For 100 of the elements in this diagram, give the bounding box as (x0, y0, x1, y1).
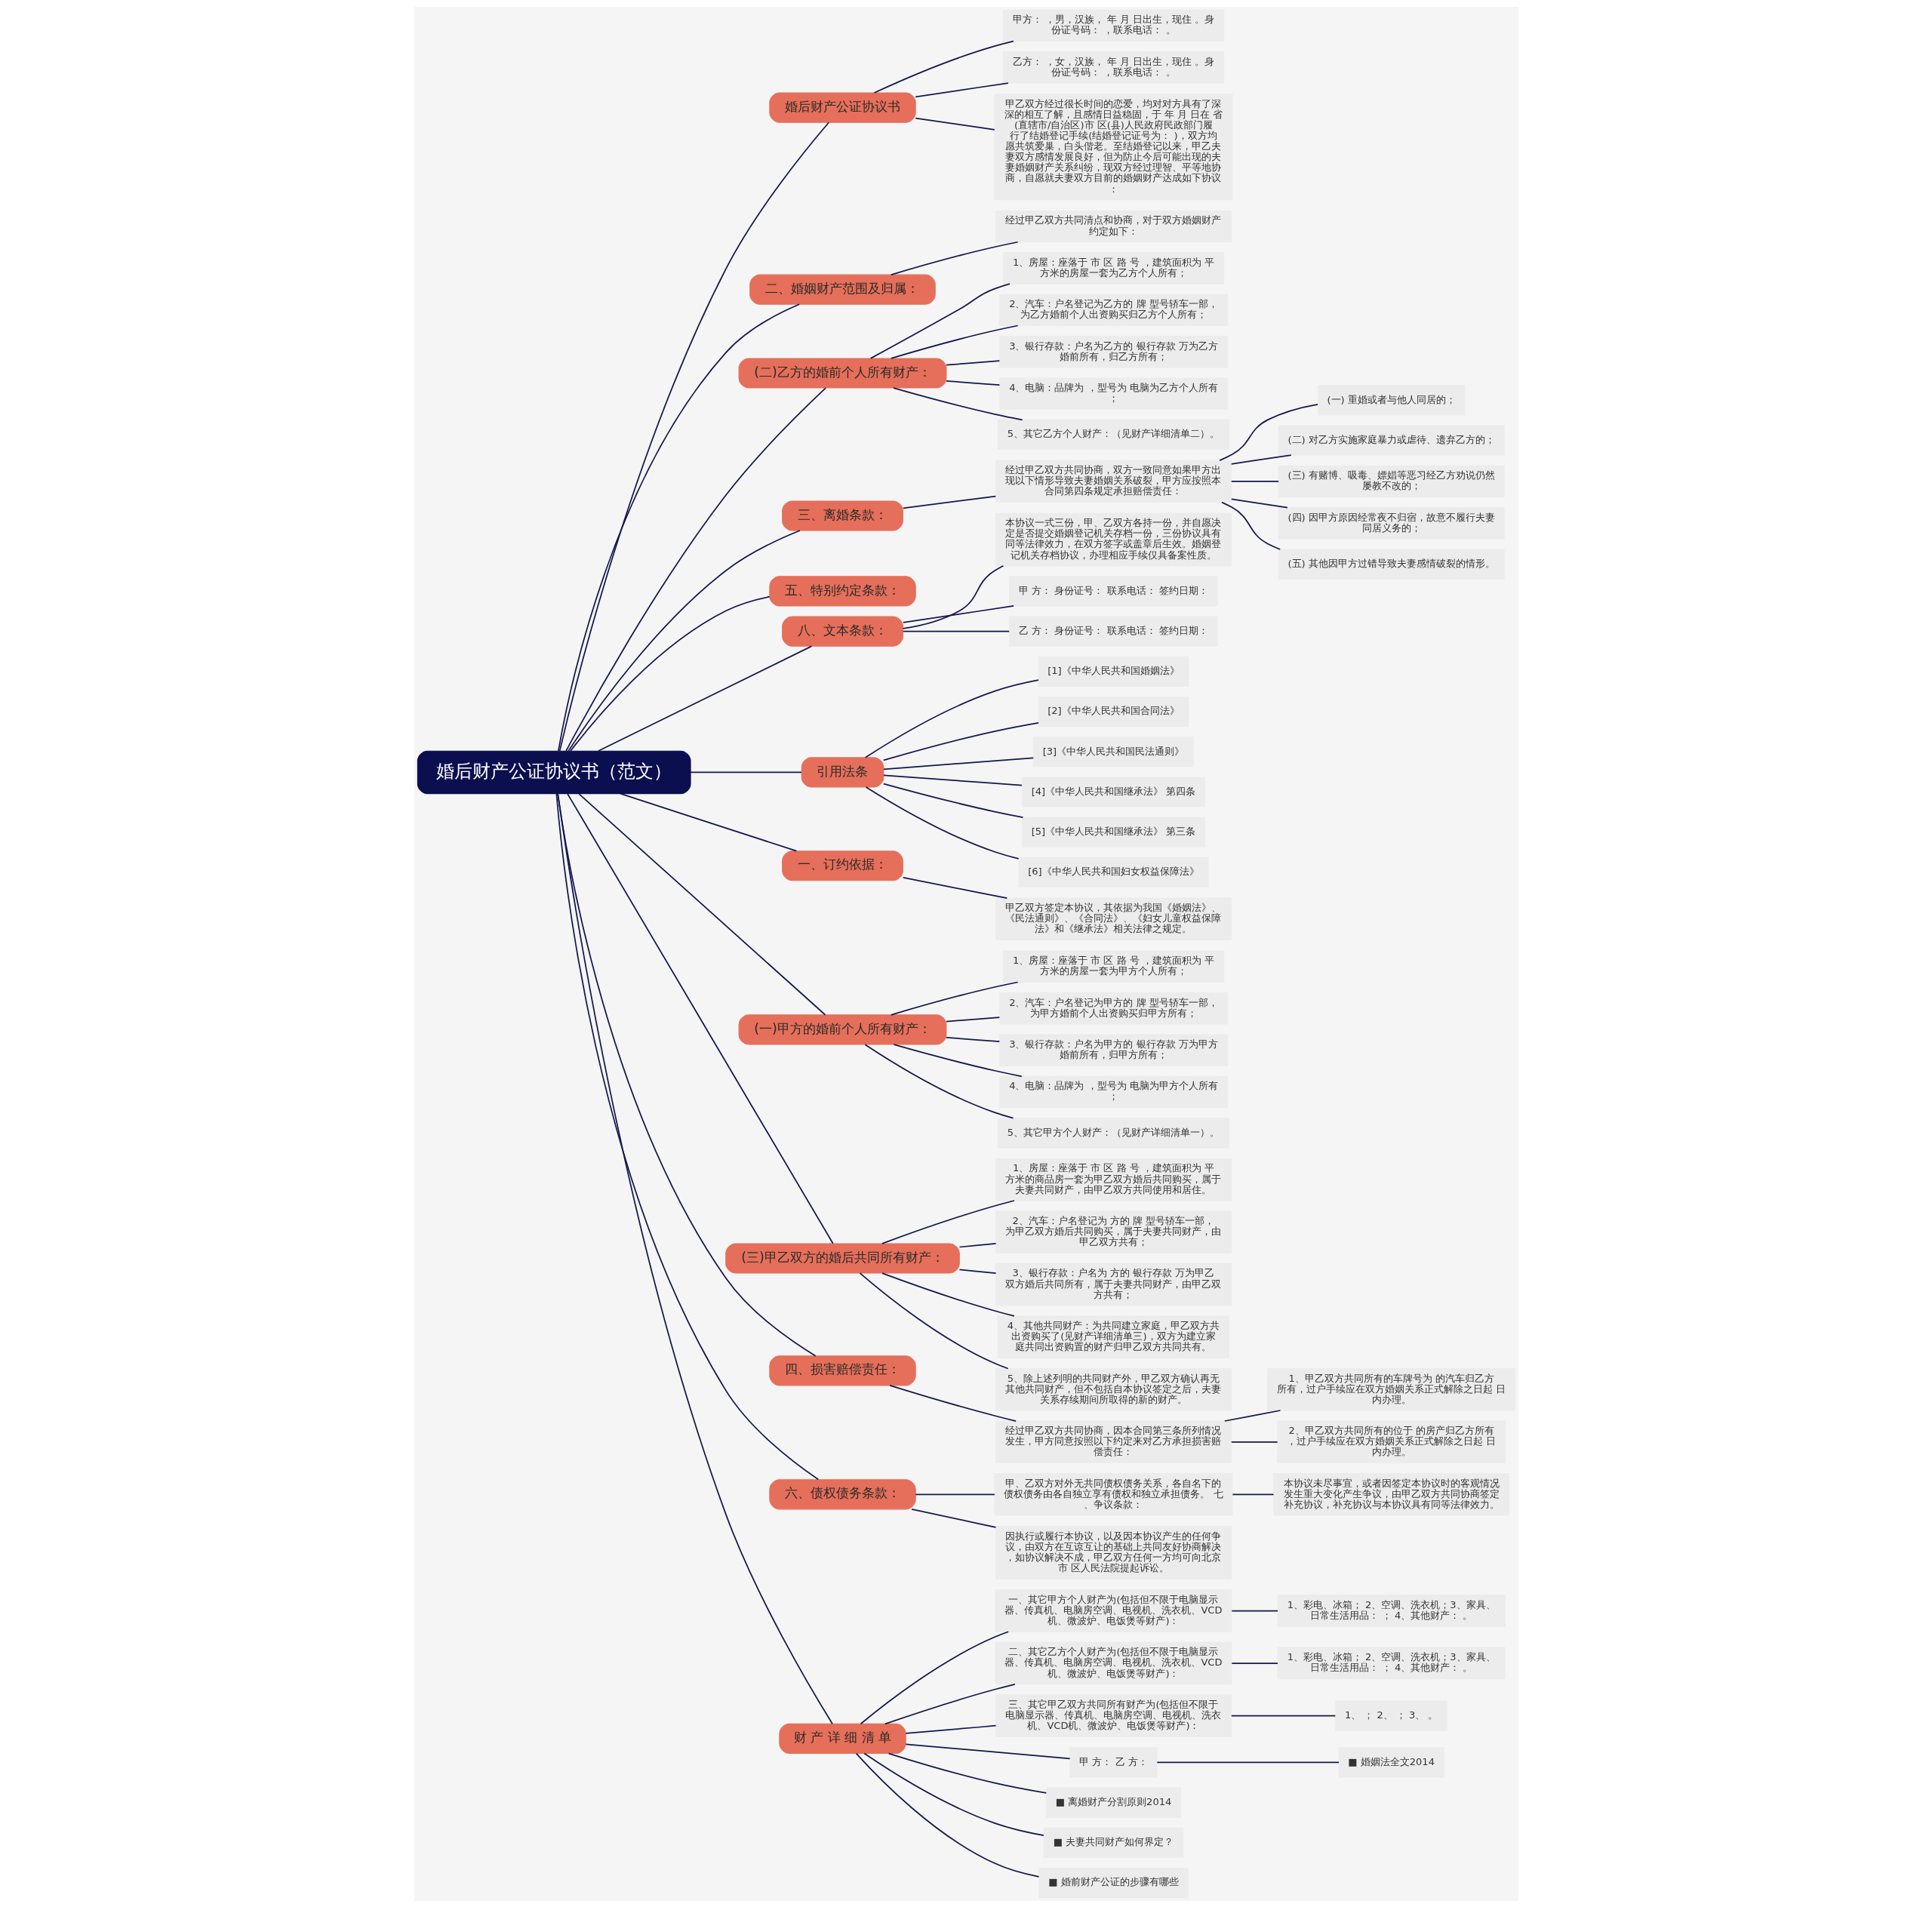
node-box: (四) 因甲方原因经常夜不归宿，故意不履行夫妻同居义务的； (1278, 506, 1505, 539)
connector (1155, 1761, 1340, 1763)
connector (882, 756, 1034, 770)
connector (1230, 1441, 1278, 1443)
connector (904, 1724, 996, 1734)
connector (855, 1752, 1039, 1878)
connector (914, 117, 995, 131)
node-box: 因执行或履行本协议，以及因本协议产生的任何争议，由双方在互谅互让的基础上共同友好协商解决，如协议解决不成，甲乙双方任何一方均可向北京市 区人民法院提起诉讼。 (995, 1525, 1232, 1579)
node-box: 3、银行存款：户名为 方的 银行存款 万为甲乙双方婚后共同所有，属于夫妻共同财产，由甲乙双方共有； (995, 1263, 1232, 1306)
connector (914, 82, 1009, 97)
node-box: [4]《中华人民共和国继承法》 第四条 (1021, 776, 1205, 807)
connector (888, 1384, 1017, 1422)
node-box: 2、甲乙双方共同所有的位于 的房产归乙方所有，过户手续应在双方婚姻关系正式解除之日起 日内办理。 (1276, 1420, 1506, 1463)
node-box: 3、银行存款：户名为甲方的 银行存款 万为甲方婚前所有，归甲方所有； (998, 1033, 1228, 1066)
connector (597, 645, 812, 752)
connector (914, 1493, 995, 1495)
connector (882, 774, 1023, 786)
node-box: 1、房屋：座落于 市 区 路 号 ，建筑面积为 平方米的房屋一套为乙方个人所有； (1002, 251, 1224, 285)
node-box: 引用法条 (801, 756, 884, 788)
node-box: 4、电脑：品牌为 ，型号为 电脑为甲方个人所有； (998, 1075, 1228, 1108)
node-box: 3、银行存款：户名为乙方的 银行存款 万为乙方婚前所有，归乙方所有； (998, 335, 1228, 368)
connector (1230, 480, 1279, 482)
node-box: 婚后财产公证协议书 (768, 92, 916, 123)
connector (1230, 1715, 1336, 1716)
connector (882, 783, 1023, 818)
node-box: 财 产 详 细 清 单 (778, 1723, 906, 1754)
node-box: 五、特别约定条款： (768, 575, 916, 606)
connector (881, 1272, 1015, 1317)
node-box: 本协议一式三份，甲、乙双方各持一份，并自愿决定是否提交婚姻登记机关存档一份，三份协议具有同等法律效力，在双方签字或盖章后生效。婚姻登记机关存档协议，办理相应手续仅具备案性质。 (995, 512, 1232, 566)
connector (689, 771, 802, 773)
node-box: 甲乙双方经过很长时间的恋爱，均对对方具有了深深的相互了解，且感情日益稳固，于 年 月 日在 省(直辖市/自治区)市 区(县)人民政府民政部门履行了结婚登记手续(结婚登记证号为： )，双方均愿共筑爱巢，白头偕老。至结婚登记以来，甲乙夫妻双方感情发展良好，但为防止今后可能出现的夫妻婚姻财产关系纠纷，现双方经过理智、平等地协商，自愿就夫妻双方目前的婚姻财产达成如下协议： (993, 93, 1232, 200)
node-box: 2、汽车：户名登记为乙方的 牌 型号轿车一部，为乙方婚前个人出资购买归乙方个人所有； (998, 294, 1228, 326)
node-box: ■ 婚姻法全文2014 (1338, 1746, 1444, 1778)
connector (902, 630, 1010, 632)
node-box: 婚后财产公证协议书（范文） (417, 750, 691, 794)
connector (888, 1752, 1047, 1794)
node-box: 1、房屋：座落于 市 区 路 号 ，建筑面积为 平方米的商品房一套为甲乙双方婚后共同购买，属于夫妻共同财产，由甲乙双方共同使用和居住。 (995, 1158, 1232, 1201)
connector (958, 1269, 996, 1274)
node-box: 乙 方： 身份证号： 联系电话： 签约日期： (1008, 616, 1218, 647)
connector (902, 604, 1014, 623)
node-box: 经过甲乙双方共同协商，双方一致同意如果甲方出现以下情形导致夫妻婚姻关系破裂，甲方应按照本合同第四条规定承担赔偿责任： (995, 460, 1232, 503)
connector (945, 359, 1000, 366)
connector (567, 529, 801, 752)
connector (1230, 1610, 1278, 1611)
connector (1232, 1493, 1274, 1495)
node-box: [2]《中华人民共和国合同法》 (1038, 696, 1189, 727)
node-box: (五) 其他因甲方过错导致夫妻感情破裂的情形。 (1278, 548, 1505, 580)
node-box: [5]《中华人民共和国继承法》 第三条 (1021, 817, 1205, 847)
connector (902, 495, 996, 509)
node-box: 1、 ； 2、 ； 3、 。 (1334, 1699, 1447, 1731)
node-box: 甲方： ，男，汉族， 年 月 日出生，现住 。身份证号码： ，联系电话： 。 (1002, 9, 1224, 42)
connector (890, 241, 1018, 275)
connector (893, 1043, 1023, 1077)
connector (910, 1508, 996, 1528)
connector (556, 792, 817, 1357)
node-box: ■ 婚前财产公证的步骤有哪些 (1038, 1867, 1189, 1898)
connector (958, 1242, 996, 1247)
node-box: 本协议未尽事宜，或者因签定本协议时的客观情况发生重大变化产生争议，由甲乙双方共同协商签定补充协议，补充协议与本协议具有同等法律效力。 (1272, 1472, 1509, 1516)
node-box: 5、其它乙方个人财产：（见财产详细清单二）。 (997, 419, 1229, 450)
connector (884, 1683, 1016, 1724)
node-box: (三) 有赌博、吸毒、嫖娼等恶习经乙方劝说仍然屡教不改的； (1278, 465, 1505, 497)
connector (865, 786, 1020, 860)
node-box: 乙方： ，女，汉族， 年 月 日出生，现住 。身份证号码： ，联系电话： 。 (1002, 51, 1224, 84)
connector (1230, 454, 1292, 465)
connector (1220, 501, 1281, 550)
node-box: 甲 方： 乙 方： (1069, 1746, 1158, 1778)
connector (863, 1752, 1044, 1836)
connector (904, 1742, 1070, 1759)
node-box: 一、订约依据： (781, 850, 903, 881)
node-box: 四、损害赔偿责任： (768, 1355, 916, 1386)
connector (558, 121, 829, 752)
node-box: 六、债权债务条款： (768, 1478, 916, 1509)
node-box: 2、汽车：户名登记为 方的 牌 型号轿车一部，为甲乙双方婚后共同购买，属于夫妻共同财产，由甲乙双方共有； (995, 1210, 1232, 1253)
connector (569, 595, 770, 752)
connector (577, 792, 826, 1016)
node-box: ■ 夫妻共同财产如何界定？ (1043, 1827, 1183, 1858)
connector (565, 386, 826, 752)
connector (945, 380, 1000, 386)
connector (1230, 498, 1288, 508)
node-box: ■ 离婚财产分割原则2014 (1045, 1787, 1181, 1818)
node-box: 5、其它甲方个人财产：（见财产详细清单一）。 (997, 1117, 1229, 1148)
connector (881, 1199, 1015, 1244)
connector (566, 792, 834, 1244)
node-box: 甲乙双方签定本协议，其依据为我国《婚姻法》、《民法通则》、《合同法》、《妇女儿童权益保障法》和《继承法》相关法律之规定。 (995, 897, 1232, 940)
node-box: 三、其它甲乙双方共同所有财产为(包括但不限于电脑显示器、传真机、电脑房空调、电视机、洗衣机、VCD机、微波炉、电饭煲等财产)： (995, 1693, 1232, 1737)
node-box: 二、其它乙方个人财产为(包括但不限于电脑显示器、传真机、电脑房空调、电视机、洗衣机、VCD机、微波炉、电饭煲等财产)： (995, 1641, 1232, 1684)
node-box: 1、彩电、冰箱； 2、空调、洗衣机；3、家具、日常生活用品： ； 4、其他财产： 。 (1277, 1594, 1506, 1627)
node-box: 甲、乙双方对外无共同债权债务关系，各自名下的债权债务由各自独立享有债权和独立承担债务。 七、争议条款： (993, 1472, 1232, 1516)
connector (859, 1272, 1009, 1369)
node-box: 4、电脑：品牌为 ，型号为 电脑为乙方个人所有； (998, 377, 1228, 410)
connector (869, 282, 1011, 359)
connector (892, 386, 1023, 420)
node-box: (一)甲方的婚前个人所有财产： (738, 1013, 946, 1045)
connector (557, 303, 800, 752)
connector (890, 981, 1018, 1016)
connector (890, 324, 1018, 359)
node-box: 二、婚姻财产范围及归属： (749, 274, 936, 305)
node-box: 4、其他共同财产：为共同建立家庭，甲乙双方共出资购买了(见财产详细清单三)，双方为建立家庭共同出资购置的财产归甲乙双方共同共有。 (997, 1315, 1229, 1358)
node-box: (二) 对乙方实施家庭暴力或虐待、遗弃乙方的； (1278, 424, 1505, 456)
connector (864, 678, 1039, 758)
